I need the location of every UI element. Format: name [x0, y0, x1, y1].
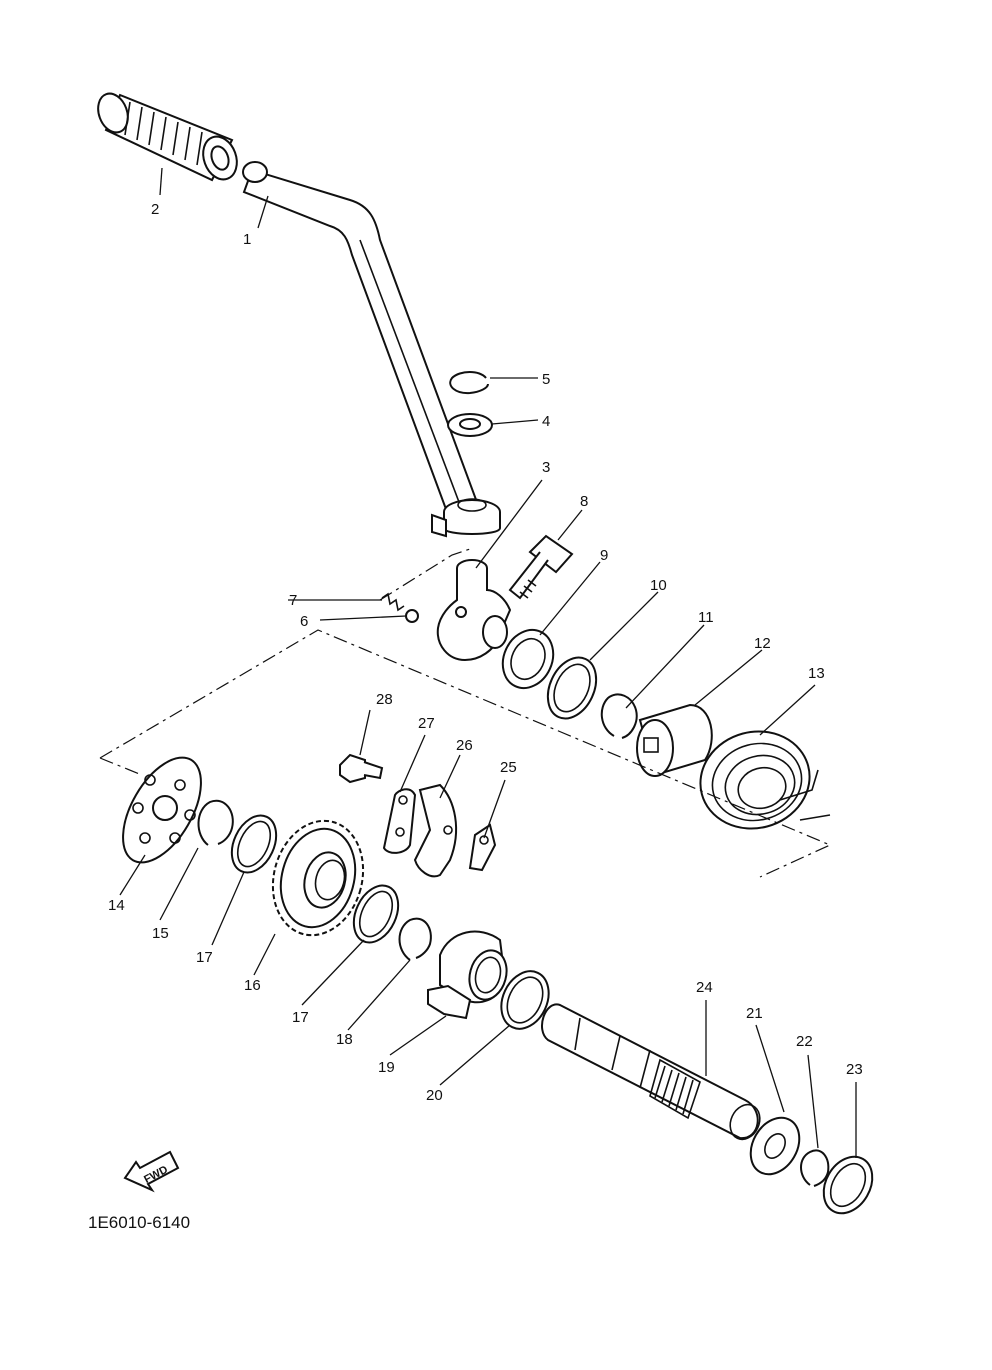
label-17-a: 17 [196, 949, 213, 966]
part-2-kick-grip [97, 92, 238, 182]
label-3: 3 [542, 459, 550, 476]
label-9: 9 [600, 547, 608, 564]
label-15: 15 [152, 925, 169, 942]
label-17-b: 17 [292, 1009, 309, 1026]
label-5: 5 [542, 371, 550, 388]
label-4: 4 [542, 413, 550, 430]
label-14: 14 [108, 897, 125, 914]
label-20: 20 [426, 1087, 443, 1104]
label-6: 6 [300, 613, 308, 630]
part-28-bolt [339, 753, 384, 784]
label-23: 23 [846, 1061, 863, 1078]
part-9-oil-seal [501, 628, 555, 690]
part-3-kick-boss [436, 559, 512, 662]
part-20-spring-clip [500, 970, 550, 1030]
label-10: 10 [650, 577, 667, 594]
part-5-circlip [449, 371, 489, 395]
part-19-ratchet-wheel [427, 930, 508, 1020]
part-labels: 1 2 3 4 5 6 7 8 9 10 11 12 13 14 15 17 1… [108, 201, 863, 1104]
label-19: 19 [378, 1059, 395, 1076]
label-21: 21 [746, 1005, 763, 1022]
label-24: 24 [696, 979, 713, 996]
part-15-circlip [197, 799, 234, 846]
part-24-kick-axle [541, 1003, 761, 1141]
part-25-stopper [468, 823, 497, 872]
part-18-circlip [398, 917, 432, 961]
label-25: 25 [500, 759, 517, 776]
part-17-washer-a [230, 814, 278, 874]
fwd-arrow-icon: FWD [123, 1150, 180, 1193]
label-28: 28 [376, 691, 393, 708]
label-7: 7 [289, 592, 297, 609]
label-18: 18 [336, 1031, 353, 1048]
part-21-washer [749, 1116, 801, 1176]
label-11: 11 [698, 609, 714, 626]
label-2: 2 [151, 201, 159, 218]
part-23-washer [822, 1155, 874, 1215]
label-16: 16 [244, 977, 261, 994]
drawing-code: 1E6010-6140 [88, 1213, 190, 1232]
leader-lines [119, 167, 857, 1158]
part-8-bolt [508, 534, 574, 600]
part-12-spring-guide [636, 703, 713, 777]
part-27-plate [382, 788, 417, 854]
part-26-guide [413, 783, 457, 878]
part-14-plate [122, 756, 202, 864]
label-22: 22 [796, 1033, 813, 1050]
part-4-washer [447, 413, 493, 437]
part-7-spring [381, 592, 405, 612]
label-27: 27 [418, 715, 435, 732]
part-16-kick-idle-gear [271, 819, 365, 937]
part-11-circlip [600, 693, 638, 739]
label-13: 13 [808, 665, 825, 682]
label-26: 26 [456, 737, 473, 754]
label-12: 12 [754, 635, 771, 652]
assembly-guide-lines [99, 547, 832, 878]
part-17-washer-b [352, 884, 400, 944]
part-22-circlip [800, 1149, 830, 1187]
label-1: 1 [243, 231, 251, 248]
part-10-washer [546, 656, 598, 720]
part-6-ball [405, 609, 419, 623]
part-1-kick-crank [242, 161, 501, 538]
part-13-torsion-spring [699, 730, 831, 830]
label-8: 8 [580, 493, 588, 510]
